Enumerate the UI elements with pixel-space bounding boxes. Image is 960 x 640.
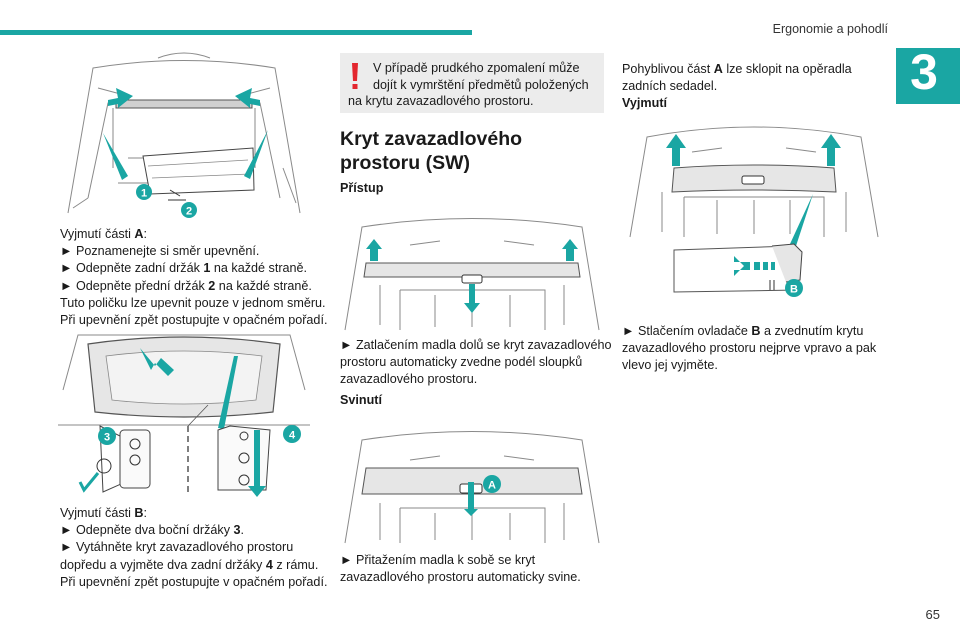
callout-4-label: 4	[289, 430, 296, 442]
warning-text: V případě prudkého zpomalení může dojít …	[340, 60, 604, 110]
access-text: ► Zatlačením madla dolů se kryt zavazadl…	[340, 337, 611, 389]
removal-text: ► Stlačením ovladače B a zvednutím krytu…	[622, 323, 876, 375]
rollup-heading: Svinutí	[340, 393, 382, 407]
access-heading: Přístup	[340, 181, 384, 195]
chapter-number: 3	[910, 44, 938, 100]
section-heading-line-2: prostoru (SW)	[340, 152, 470, 174]
warning-line-1: V případě prudkého zpomalení může	[373, 61, 580, 75]
callout-4	[283, 425, 301, 443]
callout-a-label: A	[488, 480, 496, 492]
intro-line-0: Pohyblivou část A lze sklopit na opěradl…	[622, 62, 852, 76]
callout-2-label: 2	[186, 206, 192, 218]
rollup-line-1: zavazadlového prostoru automaticky svine…	[340, 570, 581, 585]
figure-removal: B	[622, 112, 886, 322]
callout-b-label: B	[790, 284, 798, 296]
line-a-1: ► Poznamenejte si směr upevnění.	[60, 244, 260, 259]
access-line-0: ► Zatlačením madla dolů se kryt zavazadl…	[340, 338, 612, 352]
callout-3-label: 3	[104, 432, 110, 444]
line-a-4: Tuto poličku lze upevnit pouze v jednom …	[60, 295, 326, 310]
chapter-tab	[896, 48, 960, 104]
callout-b	[785, 279, 803, 297]
figure-remove-part-b: 3 4	[58, 330, 310, 500]
access-line-2: zavazadlového prostoru.	[340, 372, 478, 387]
header-accent-bar	[0, 30, 472, 35]
removal-line-0: ► Stlačením ovladače B a zvednutím krytu	[622, 324, 864, 338]
warning-line-2: dojít k vymrštění předmětů položených	[373, 77, 589, 92]
figure-rollup: A	[340, 418, 604, 546]
access-line-1: prostoru automaticky zvedne podél sloupk…	[340, 355, 583, 370]
warning-line-3: na krytu zavazadlového prostoru.	[348, 94, 534, 108]
line-a-2: ► Odepněte zadní držák 1 na každé straně…	[60, 261, 308, 276]
section-heading-line-1: Kryt zavazadlového	[340, 128, 523, 150]
line-b-2: ► Vytáhněte kryt zavazadlového prostoru	[60, 540, 294, 555]
callout-3	[98, 427, 116, 445]
section-title-header: Ergonomie a pohodlí	[772, 22, 888, 36]
line-a-3: ► Odepněte přední držák 2 na každé stran…	[60, 278, 312, 293]
callout-2	[181, 202, 197, 218]
warning-icon	[352, 63, 358, 89]
figure-access	[340, 205, 604, 333]
right-intro-text: Pohyblivou část A lze sklopit na opěradl…	[622, 61, 852, 95]
line-b-0: Vyjmutí části B:	[60, 506, 148, 520]
figure-remove-part-a: 1 2	[58, 48, 310, 220]
remove-part-a-text: Vyjmutí části A: ► Poznamenejte si směr …	[60, 226, 327, 329]
section-heading: Kryt zavazadlového prostoru (SW)	[340, 127, 522, 175]
line-b-3: dopředu a vyjměte dva zadní držáky 4 z r…	[60, 557, 319, 572]
callout-1-label: 1	[141, 188, 147, 200]
rollup-line-0: ► Přitažením madla k sobě se kryt	[340, 553, 536, 567]
line-b-1: ► Odepněte dva boční držáky 3.	[60, 523, 244, 538]
line-a-5: Při upevnění zpět postupujte v opačném p…	[60, 313, 328, 328]
callout-a	[483, 475, 501, 493]
line-b-4: Při upevnění zpět postupujte v opačném p…	[60, 574, 328, 589]
removal-heading: Vyjmutí	[622, 96, 668, 110]
rollup-text: ► Přitažením madla k sobě se kryt zavaza…	[340, 552, 581, 586]
removal-line-2: vlevo jej vyjměte.	[622, 358, 718, 373]
removal-line-1: zavazadlového prostoru nejprve vpravo a …	[622, 341, 877, 356]
line-a-0: Vyjmutí části A:	[60, 227, 148, 241]
page-number: 65	[925, 607, 940, 622]
warning-box: V případě prudkého zpomalení může dojít …	[340, 53, 604, 113]
intro-line-1: zadních sedadel.	[622, 79, 718, 94]
remove-part-b-text: Vyjmutí části B: ► Odepněte dva boční dr…	[60, 505, 327, 591]
callout-1	[136, 184, 152, 200]
